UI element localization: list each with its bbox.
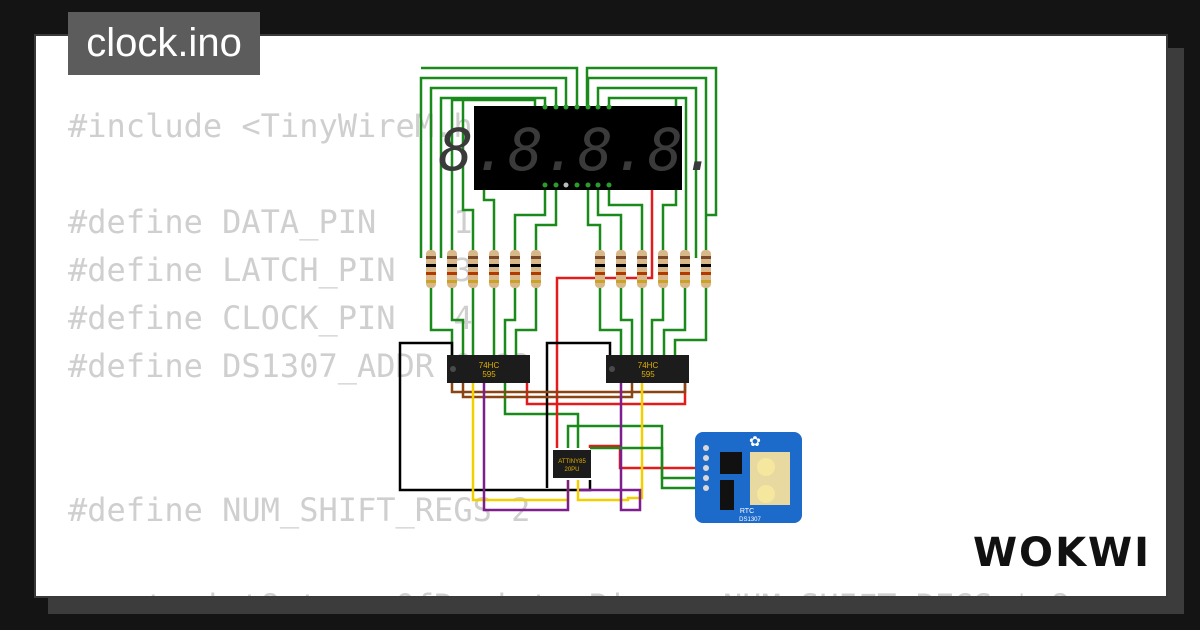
- resistor[interactable]: [489, 250, 499, 288]
- seven-segment-display[interactable]: 8.8.8.8.: [438, 104, 718, 191]
- rtc-module[interactable]: ✿ RTC DS1307: [695, 432, 802, 523]
- shift-register-right[interactable]: 74HC 595: [606, 355, 689, 383]
- resistor[interactable]: [658, 250, 668, 288]
- resistor[interactable]: [468, 250, 478, 288]
- green-wires: [419, 66, 718, 480]
- purple-wires: [482, 383, 642, 512]
- wokwi-logo-text: WOKWI: [973, 530, 1151, 576]
- svg-text:DS1307: DS1307: [739, 517, 761, 523]
- code-line: const uint8_t numOfRegisterPins = NUM_SH…: [68, 582, 1089, 596]
- svg-text:20PU: 20PU: [564, 467, 579, 473]
- brown-wires: [450, 383, 687, 399]
- resistor[interactable]: [637, 250, 647, 288]
- project-title: clock.ino: [68, 12, 260, 75]
- svg-text:ATTINY85: ATTINY85: [558, 459, 586, 465]
- black-wires: [398, 341, 612, 492]
- shift-register-left[interactable]: 74HC 595: [447, 355, 530, 383]
- rtc-pins: [703, 445, 709, 491]
- resistor[interactable]: [701, 250, 711, 288]
- code-line: #define LATCH_PIN 3: [68, 251, 473, 289]
- code-background: #include <TinyWireM.h> #define DATA_PIN 1…: [68, 102, 1089, 596]
- display-pins: [542, 104, 612, 188]
- resistor[interactable]: [510, 250, 520, 288]
- resistor[interactable]: [426, 250, 436, 288]
- resistor[interactable]: [680, 250, 690, 288]
- svg-text:595: 595: [482, 370, 496, 379]
- code-line: #include <TinyWireM.h>: [68, 107, 492, 145]
- svg-text:RTC: RTC: [740, 508, 754, 515]
- resistor[interactable]: [531, 250, 541, 288]
- adafruit-flower-icon: ✿: [749, 433, 761, 449]
- attiny85-chip[interactable]: ATTINY85 20PU: [553, 450, 591, 478]
- code-line: #define DATA_PIN 1: [68, 203, 473, 241]
- code-line: #define CLOCK_PIN 4: [68, 299, 473, 337]
- scl-wire: [590, 446, 705, 490]
- svg-text:595: 595: [641, 370, 655, 379]
- svg-text:74HC: 74HC: [479, 361, 500, 370]
- code-line: #define NUM_SHIFT_REGS 2: [68, 491, 531, 529]
- resistor[interactable]: [595, 250, 605, 288]
- wokwi-logo: WOKWI: [973, 530, 1151, 576]
- resistor-bank: [426, 250, 711, 288]
- display-digits: 8.8.8.8.: [438, 116, 717, 184]
- svg-text:74HC: 74HC: [638, 361, 659, 370]
- resistor[interactable]: [616, 250, 626, 288]
- resistor[interactable]: [447, 250, 457, 288]
